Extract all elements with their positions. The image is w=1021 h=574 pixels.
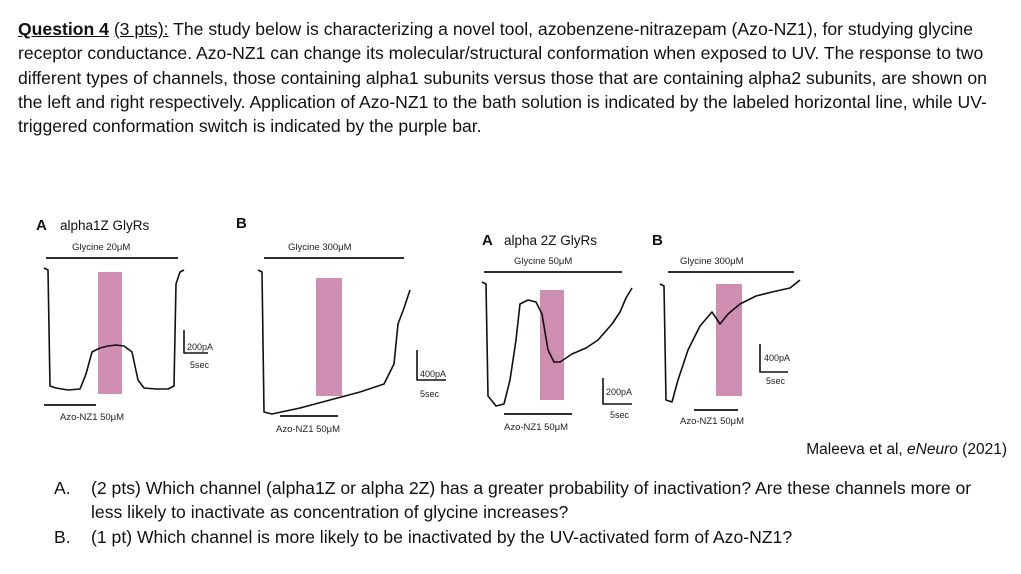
question-body: The study below is characterizing a nove… [18, 19, 987, 137]
scale-current: 400pA [764, 353, 790, 363]
uv-bar [540, 290, 564, 400]
citation-year: (2021) [957, 441, 1007, 458]
azo-label: Azo-NZ1 50μM [504, 422, 568, 433]
azo-label: Azo-NZ1 50μM [276, 424, 340, 435]
citation: Maleeva et al, eNeuro (2021) [806, 441, 1007, 459]
uv-bar [98, 272, 122, 394]
citation-authors: Maleeva et al, [806, 441, 908, 458]
panel-alpha1-a: A alpha1Z GlyRs Glycine 20μM Azo-NZ1 50μ… [36, 217, 213, 423]
panel-alpha2-a: A alpha 2Z GlyRs Glycine 50μM Azo-NZ1 50… [481, 232, 633, 433]
group-title-alpha1: alpha1Z GlyRs [60, 218, 150, 233]
part-marker: B. [54, 526, 71, 547]
glycine-label: Glycine 50μM [514, 256, 572, 267]
scale-bar [602, 378, 632, 405]
panel-alpha2-b: B Glycine 300μM Azo-NZ1 50μM 400pA 5sec [652, 232, 801, 427]
panel-letter: B [652, 232, 663, 249]
scale-current: 200pA [187, 342, 213, 352]
group-title-alpha2: alpha 2Z GlyRs [504, 233, 597, 248]
panel-alpha1-b: B Glycine 300μM Azo-NZ1 50μM 400pA 5sec [236, 215, 446, 435]
part-b: B. (1 pt) Which channel is more likely t… [54, 525, 1004, 549]
question-parts: A. (2 pts) Which channel (alpha1Z or alp… [54, 476, 1004, 549]
question-text: Question 4 (3 pts): The study below is c… [18, 17, 1008, 138]
scale-current: 200pA [606, 387, 632, 397]
current-trace [481, 281, 633, 407]
panel-letter: B [236, 215, 247, 232]
part-marker: A. [54, 478, 71, 498]
panel-letter: A [36, 217, 47, 234]
scale-bar [183, 330, 208, 354]
glycine-label: Glycine 20μM [72, 242, 130, 253]
uv-bar [316, 278, 342, 396]
current-trace [43, 267, 185, 391]
scale-current: 400pA [420, 369, 446, 379]
part-text: (1 pt) Which channel is more likely to b… [91, 526, 793, 547]
scale-time: 5sec [766, 376, 786, 386]
scale-time: 5sec [420, 389, 440, 399]
part-a: A. (2 pts) Which channel (alpha1Z or alp… [54, 476, 1004, 525]
current-trace [659, 279, 801, 403]
scale-time: 5sec [610, 410, 630, 420]
scale-bar [759, 344, 788, 373]
citation-journal: eNeuro [907, 441, 958, 458]
current-trace [257, 269, 411, 415]
question-label: Question 4 [18, 19, 109, 39]
azo-label: Azo-NZ1 50μM [680, 416, 744, 427]
question-points: (3 pts): [113, 19, 169, 39]
glycine-label: Glycine 300μM [288, 242, 352, 253]
scale-bar [416, 350, 446, 381]
part-text: (2 pts) Which channel (alpha1Z or alpha … [91, 478, 972, 523]
figure-recordings: A alpha1Z GlyRs Glycine 20μM Azo-NZ1 50μ… [36, 215, 801, 435]
panel-letter: A [482, 232, 493, 249]
azo-label: Azo-NZ1 50μM [60, 412, 124, 423]
scale-time: 5sec [190, 360, 210, 370]
uv-bar [716, 284, 742, 396]
glycine-label: Glycine 300μM [680, 256, 744, 267]
